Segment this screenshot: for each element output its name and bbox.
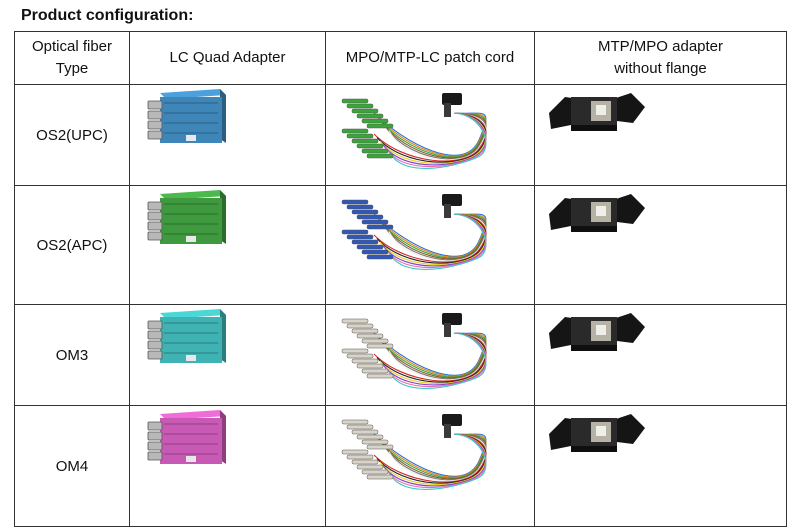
column-header-mtp-line1: MTP/MPO adapter: [597, 38, 724, 55]
table-row: OM4: [14, 405, 787, 527]
lc-quad-adapter-icon: [130, 85, 335, 185]
column-header-mtp-line2: without flange: [614, 60, 707, 77]
mtp-adapter-cell: [534, 84, 787, 186]
lc-quad-adapter-icon: [130, 406, 335, 526]
mtp-adapter-cell: [534, 405, 787, 527]
mtp-adapter-cell: [534, 185, 787, 305]
page-title: Product configuration:: [21, 7, 194, 24]
mpo-lc-patch-cord-icon: [326, 85, 542, 185]
lc-adapter-cell: [129, 185, 326, 305]
patch-cord-cell: [325, 304, 535, 406]
table-row: OS2(APC): [14, 185, 787, 305]
mpo-lc-patch-cord-icon: [326, 305, 542, 405]
patch-cord-cell: [325, 405, 535, 527]
column-header-lc-quad-adapter: LC Quad Adapter: [129, 31, 326, 85]
fiber-type-cell: OM3: [14, 304, 130, 406]
patch-cord-cell: [325, 84, 535, 186]
column-header-fiber-type-line2: Type: [55, 60, 89, 77]
lc-adapter-cell: [129, 84, 326, 186]
product-configuration-table: Optical fiber Type LC Quad Adapter MPO/M…: [14, 31, 787, 527]
mtp-adapter-icon: [535, 186, 792, 304]
table-row: OM3: [14, 304, 787, 406]
mtp-adapter-icon: [535, 85, 792, 185]
mtp-adapter-icon: [535, 406, 792, 526]
table-row: OS2(UPC): [14, 84, 787, 186]
mtp-adapter-icon: [535, 305, 792, 405]
lc-quad-adapter-icon: [130, 186, 335, 304]
mtp-adapter-cell: [534, 304, 787, 406]
lc-adapter-cell: [129, 405, 326, 527]
mpo-lc-patch-cord-icon: [326, 186, 542, 304]
lc-adapter-cell: [129, 304, 326, 406]
column-header-fiber-type: Optical fiber Type: [14, 31, 130, 85]
fiber-type-cell: OS2(UPC): [14, 84, 130, 186]
patch-cord-cell: [325, 185, 535, 305]
mpo-lc-patch-cord-icon: [326, 406, 542, 526]
table-header-row: Optical fiber Type LC Quad Adapter MPO/M…: [14, 31, 787, 85]
lc-quad-adapter-icon: [130, 305, 335, 405]
column-header-fiber-type-line1: Optical fiber: [31, 38, 113, 55]
fiber-type-cell: OS2(APC): [14, 185, 130, 305]
column-header-mtp-adapter: MTP/MPO adapter without flange: [534, 31, 787, 85]
fiber-type-cell: OM4: [14, 405, 130, 527]
column-header-patch-cord: MPO/MTP-LC patch cord: [325, 31, 535, 85]
